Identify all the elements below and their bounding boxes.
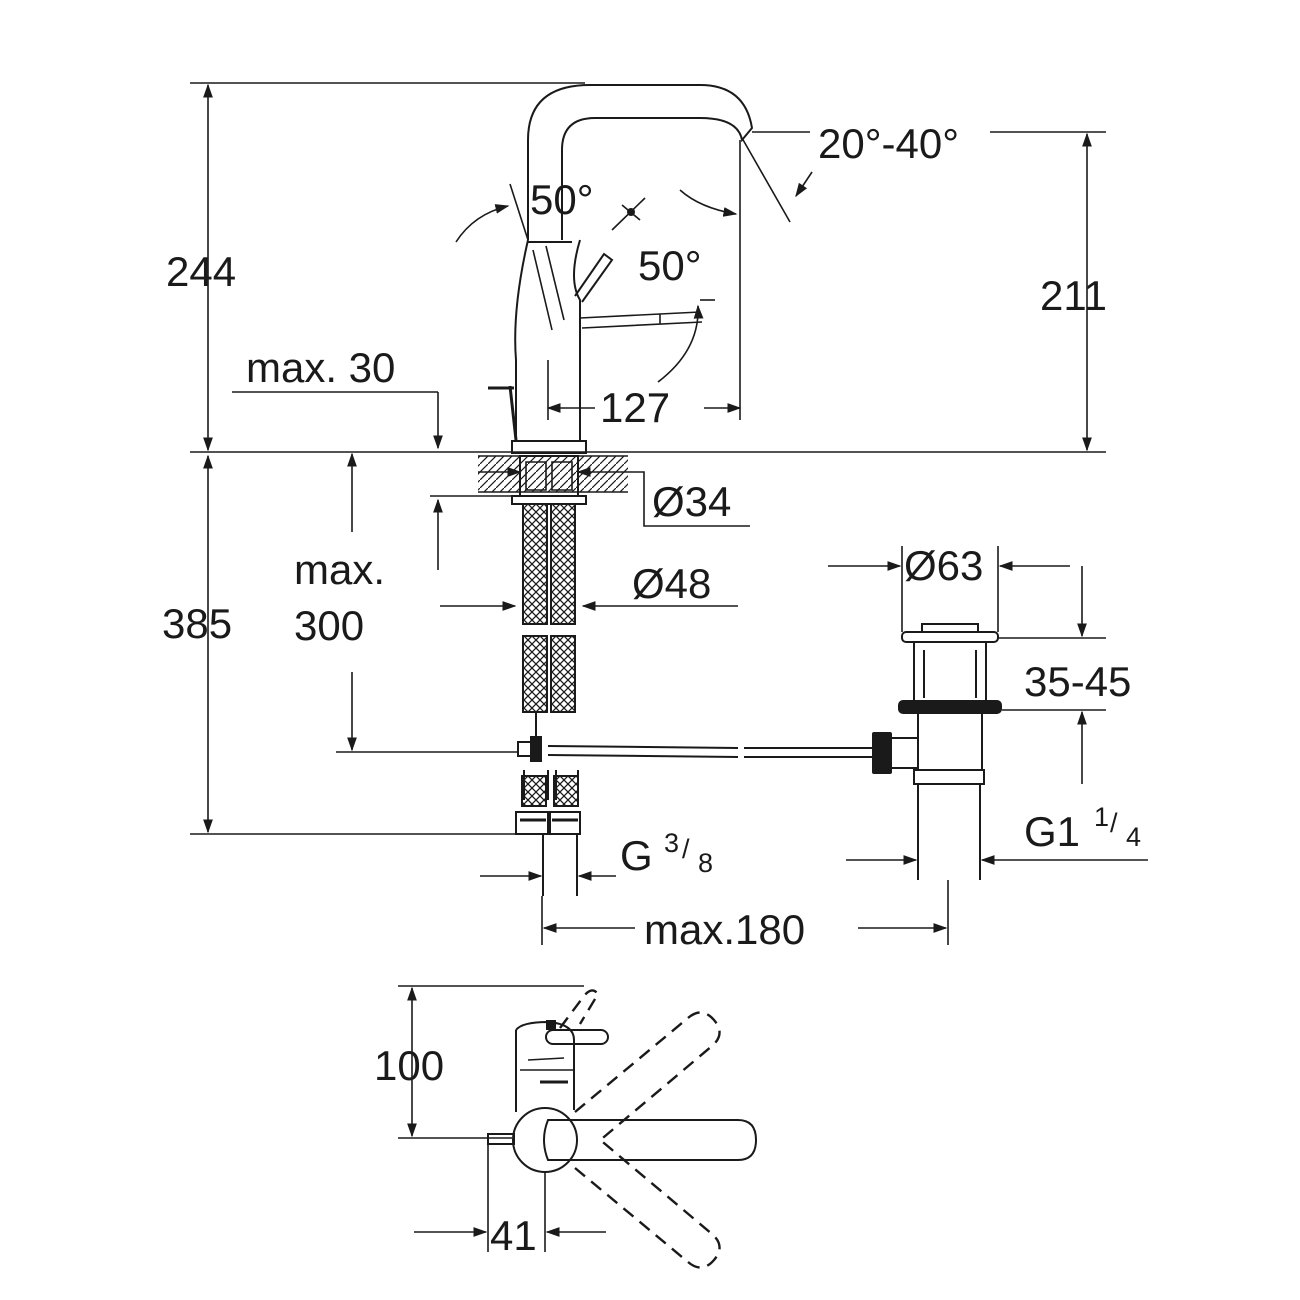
label-top-offset: 41 (490, 1212, 537, 1259)
label-hole-large: Ø48 (632, 560, 711, 607)
label-total-height: 244 (166, 248, 236, 295)
waste-thread-sub: 4 (1126, 822, 1141, 852)
connection-thread-sub: 8 (698, 848, 713, 878)
label-lever-angle-right: 50° (638, 242, 702, 289)
waste-thread-slash: / (1110, 808, 1118, 838)
label-hose-length-line1: max. (294, 546, 385, 593)
popup-rod (547, 732, 892, 774)
label-lever-angle-left: 50° (530, 176, 594, 223)
dimension-lines (190, 82, 1148, 945)
label-rod-max: max.180 (644, 906, 805, 953)
label-waste-thread: G1 1 / 4 (1024, 802, 1141, 855)
connection-thread-slash: / (682, 834, 690, 864)
label-connection-thread: G 3 / 8 (620, 828, 713, 879)
label-hose-length-line2: 300 (294, 602, 364, 649)
waste-thread-sup: 1 (1094, 802, 1109, 832)
label-waste-range: 35-45 (1024, 658, 1131, 705)
label-hole-small: Ø34 (652, 478, 731, 525)
connection-thread-main: G (620, 832, 653, 879)
waste-valve (892, 623, 1002, 880)
label-spout-angle: 20°-40° (818, 120, 959, 167)
faucet-top-view (398, 985, 758, 1269)
label-top-depth: 100 (374, 1042, 444, 1089)
label-max-deck: max. 30 (246, 344, 395, 391)
waste-thread-main: G1 (1024, 808, 1080, 855)
label-waste-diameter: Ø63 (904, 542, 983, 589)
faucet-side-view (488, 84, 754, 454)
label-spout-height: 211 (1040, 272, 1107, 319)
label-spout-reach: 127 (600, 384, 670, 431)
label-below-deck: 385 (162, 600, 232, 647)
mounting-and-hoses (511, 455, 587, 896)
connection-thread-sup: 3 (664, 828, 679, 858)
